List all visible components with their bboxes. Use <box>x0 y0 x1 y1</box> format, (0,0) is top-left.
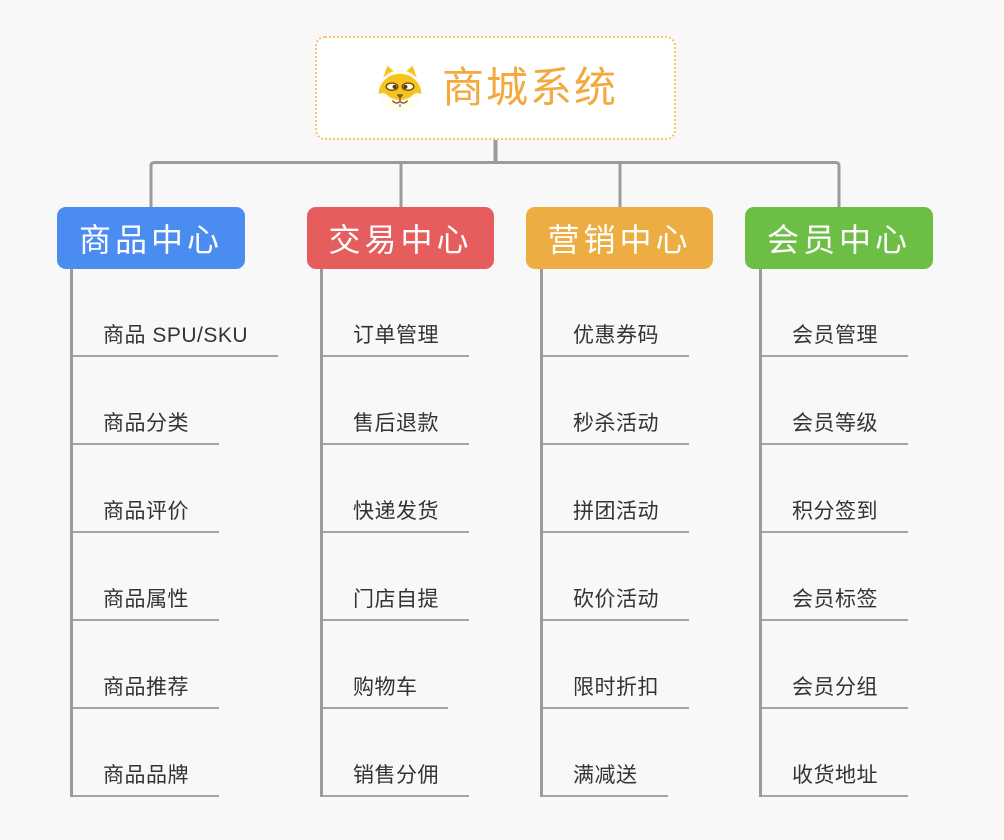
leaf-label: 商品品牌 <box>103 763 189 787</box>
leaf-label: 拼团活动 <box>573 499 659 523</box>
leaf-node[interactable]: 积分签到 <box>762 445 908 533</box>
leaf-node[interactable]: 销售分佣 <box>323 709 469 797</box>
leaf-label: 商品推荐 <box>103 675 189 699</box>
leaf-label: 快递发货 <box>353 499 439 523</box>
leaf-node[interactable]: 商品品牌 <box>73 709 219 797</box>
leaf-node[interactable]: 秒杀活动 <box>543 357 689 445</box>
branch-children-product-center: 商品 SPU/SKU 商品分类 商品评价 商品属性 商品推荐 商品品牌 <box>70 269 279 797</box>
leaf-label: 商品属性 <box>103 587 189 611</box>
leaf-label: 商品 SPU/SKU <box>103 323 249 347</box>
leaf-label: 收货地址 <box>792 763 878 787</box>
leaf-label: 满减送 <box>573 763 638 787</box>
leaf-label: 会员标签 <box>792 587 878 611</box>
leaf-label: 优惠券码 <box>573 323 659 347</box>
leaf-node[interactable]: 砍价活动 <box>543 533 689 621</box>
leaf-label: 会员等级 <box>792 411 878 435</box>
branch-label: 会员中心 <box>766 222 911 258</box>
branch-node-member-center[interactable]: 会员中心 <box>745 207 933 269</box>
branch-node-trade-center[interactable]: 交易中心 <box>307 207 494 269</box>
leaf-node[interactable]: 商品分类 <box>73 357 219 445</box>
leaf-node[interactable]: 订单管理 <box>323 269 469 357</box>
branch-label: 营销中心 <box>547 222 692 258</box>
leaf-node[interactable]: 购物车 <box>323 621 448 709</box>
leaf-node[interactable]: 会员标签 <box>762 533 908 621</box>
leaf-node[interactable]: 会员管理 <box>762 269 908 357</box>
leaf-node[interactable]: 快递发货 <box>323 445 469 533</box>
branch-children-member-center: 会员管理 会员等级 积分签到 会员标签 会员分组 收货地址 <box>759 269 908 797</box>
leaf-label: 订单管理 <box>353 323 439 347</box>
leaf-node[interactable]: 优惠券码 <box>543 269 689 357</box>
branch-label: 交易中心 <box>328 222 473 258</box>
leaf-label: 会员管理 <box>792 323 878 347</box>
leaf-node[interactable]: 满减送 <box>543 709 668 797</box>
leaf-label: 销售分佣 <box>353 763 439 787</box>
leaf-label: 售后退款 <box>353 411 439 435</box>
leaf-label: 购物车 <box>353 675 418 699</box>
leaf-node[interactable]: 门店自提 <box>323 533 469 621</box>
shiba-dog-icon <box>373 63 427 113</box>
leaf-node[interactable]: 售后退款 <box>323 357 469 445</box>
leaf-node[interactable]: 会员分组 <box>762 621 908 709</box>
leaf-node[interactable]: 限时折扣 <box>543 621 689 709</box>
leaf-node[interactable]: 商品推荐 <box>73 621 219 709</box>
leaf-node[interactable]: 商品属性 <box>73 533 219 621</box>
branch-node-product-center[interactable]: 商品中心 <box>57 207 245 269</box>
leaf-node[interactable]: 拼团活动 <box>543 445 689 533</box>
leaf-label: 限时折扣 <box>573 675 659 699</box>
branch-node-marketing-center[interactable]: 营销中心 <box>526 207 713 269</box>
leaf-node[interactable]: 商品评价 <box>73 445 219 533</box>
leaf-label: 商品分类 <box>103 411 189 435</box>
branch-label: 商品中心 <box>78 222 223 258</box>
leaf-label: 砍价活动 <box>573 587 659 611</box>
leaf-node[interactable]: 收货地址 <box>762 709 908 797</box>
leaf-label: 积分签到 <box>792 499 878 523</box>
root-title: 商城系统 <box>441 64 618 111</box>
branch-children-marketing-center: 优惠券码 秒杀活动 拼团活动 砍价活动 限时折扣 满减送 <box>540 269 689 797</box>
root-node[interactable]: 商城系统 <box>315 36 676 140</box>
leaf-label: 秒杀活动 <box>573 411 659 435</box>
branch-children-trade-center: 订单管理 售后退款 快递发货 门店自提 购物车 销售分佣 <box>320 269 469 797</box>
leaf-label: 门店自提 <box>353 587 439 611</box>
leaf-node[interactable]: 会员等级 <box>762 357 908 445</box>
leaf-node[interactable]: 商品 SPU/SKU <box>73 269 279 357</box>
leaf-label: 商品评价 <box>103 499 189 523</box>
leaf-label: 会员分组 <box>792 675 878 699</box>
